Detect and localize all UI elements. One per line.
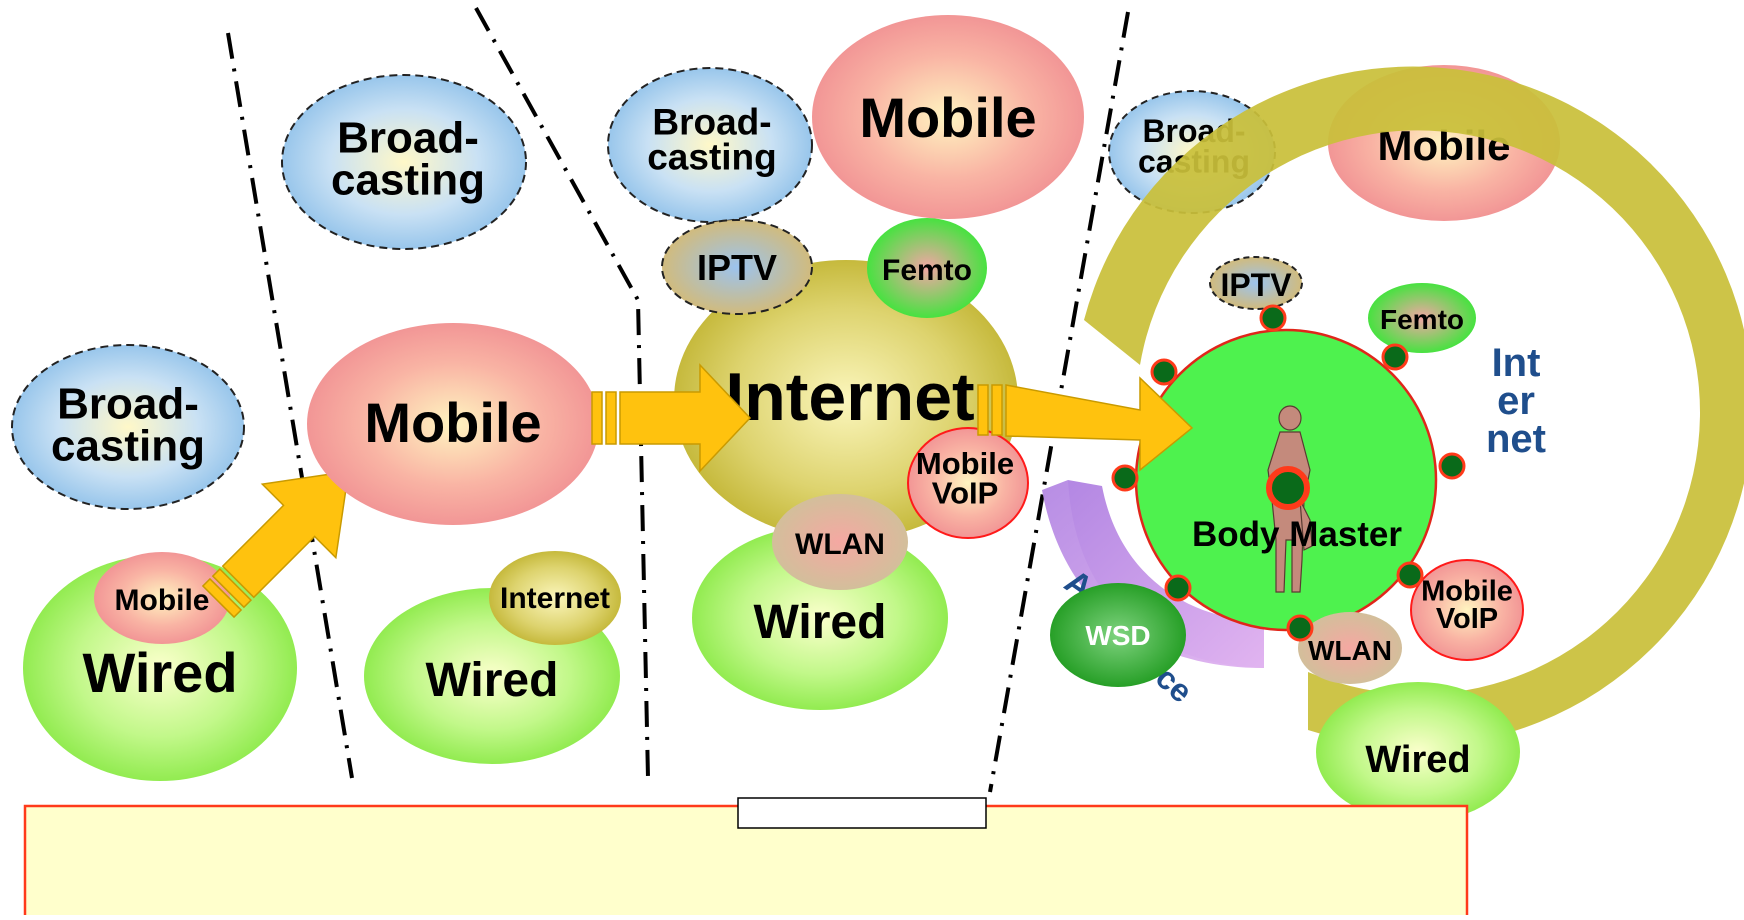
era-2-group: Broad-casting Mobile Internet Wired bbox=[281, 74, 621, 764]
era3-wlan-bubble bbox=[772, 494, 908, 590]
era3-iptv-bubble bbox=[661, 219, 813, 315]
era4-wsd-label: WSD bbox=[1085, 620, 1150, 651]
era4-wlan-label: WLAN bbox=[1308, 635, 1392, 666]
sensor-node bbox=[1150, 358, 1178, 386]
bottom-caption-area bbox=[23, 797, 1469, 920]
era4-wsd-bubble bbox=[1050, 583, 1186, 687]
arrow-era3-to-era4 bbox=[977, 376, 1194, 472]
era1-mobile-bubble bbox=[94, 552, 230, 644]
era4-femto-label: Femto bbox=[1380, 304, 1464, 335]
era4-wlan-bubble bbox=[1298, 612, 1402, 684]
era3-iptv-label: IPTV bbox=[697, 247, 777, 288]
era2-mobile-bubble bbox=[307, 323, 599, 525]
era3-mobile-voip-bubble bbox=[907, 427, 1029, 539]
era2-wired-label: Wired bbox=[426, 654, 559, 707]
era4-iptv-bubble bbox=[1209, 256, 1303, 310]
era3-mobile-bubble bbox=[812, 15, 1084, 219]
era4-iptv-label: IPTV bbox=[1220, 267, 1292, 303]
era4-wired-bubble bbox=[1316, 682, 1520, 822]
era2-mobile-label: Mobile bbox=[364, 391, 541, 454]
era3-femto-label: Femto bbox=[882, 254, 972, 287]
era-3-group: Broad-casting Mobile IPTV Femto Internet… bbox=[607, 15, 1084, 710]
sensor-node bbox=[1381, 343, 1409, 371]
era4-wired-label: Wired bbox=[1365, 739, 1470, 781]
era1-mobile-label: Mobile bbox=[115, 584, 210, 617]
sensor-node bbox=[1438, 452, 1466, 480]
body-center-node bbox=[1266, 466, 1310, 510]
era3-broadcasting-bubble bbox=[607, 67, 813, 223]
era3-wlan-label: WLAN bbox=[795, 528, 885, 561]
era4-mobile-voip-bubble bbox=[1410, 559, 1524, 661]
era2-internet-bubble bbox=[489, 551, 621, 645]
era2-broadcasting-label: Broad-casting bbox=[331, 114, 485, 205]
sensor-node bbox=[1396, 561, 1424, 589]
era-4-group: Broad-casting Mobile Internet A ce Body … bbox=[1042, 65, 1744, 822]
sensor-node bbox=[1111, 464, 1139, 492]
era2-broadcasting-bubble bbox=[281, 74, 527, 250]
sensor-node bbox=[1164, 574, 1192, 602]
era1-wired-label: Wired bbox=[82, 641, 237, 704]
era2-internet-label: Internet bbox=[500, 582, 610, 615]
sensor-node bbox=[1259, 304, 1287, 332]
era4-femto-bubble bbox=[1368, 283, 1476, 353]
arrow-era2-to-era3 bbox=[591, 363, 752, 473]
bottom-tab-box bbox=[737, 797, 987, 829]
era3-wired-label: Wired bbox=[754, 596, 887, 649]
era3-internet-label: Internet bbox=[725, 359, 974, 435]
divider-line-2 bbox=[474, 7, 650, 779]
era1-broadcasting-bubble bbox=[11, 344, 245, 510]
era4-body-master-label: Body Master bbox=[1192, 515, 1402, 554]
era3-broadcasting-label: Broad-casting bbox=[647, 101, 777, 177]
era1-broadcasting-label: Broad-casting bbox=[51, 380, 205, 471]
era3-mobile-label: Mobile bbox=[859, 86, 1036, 149]
era4-access-arc-shape bbox=[1068, 480, 1264, 668]
era4-sensor-nodes bbox=[1111, 304, 1466, 642]
era3-femto-bubble bbox=[867, 218, 987, 318]
arrow-era1-to-era2 bbox=[201, 470, 350, 619]
sensor-node bbox=[1286, 614, 1314, 642]
